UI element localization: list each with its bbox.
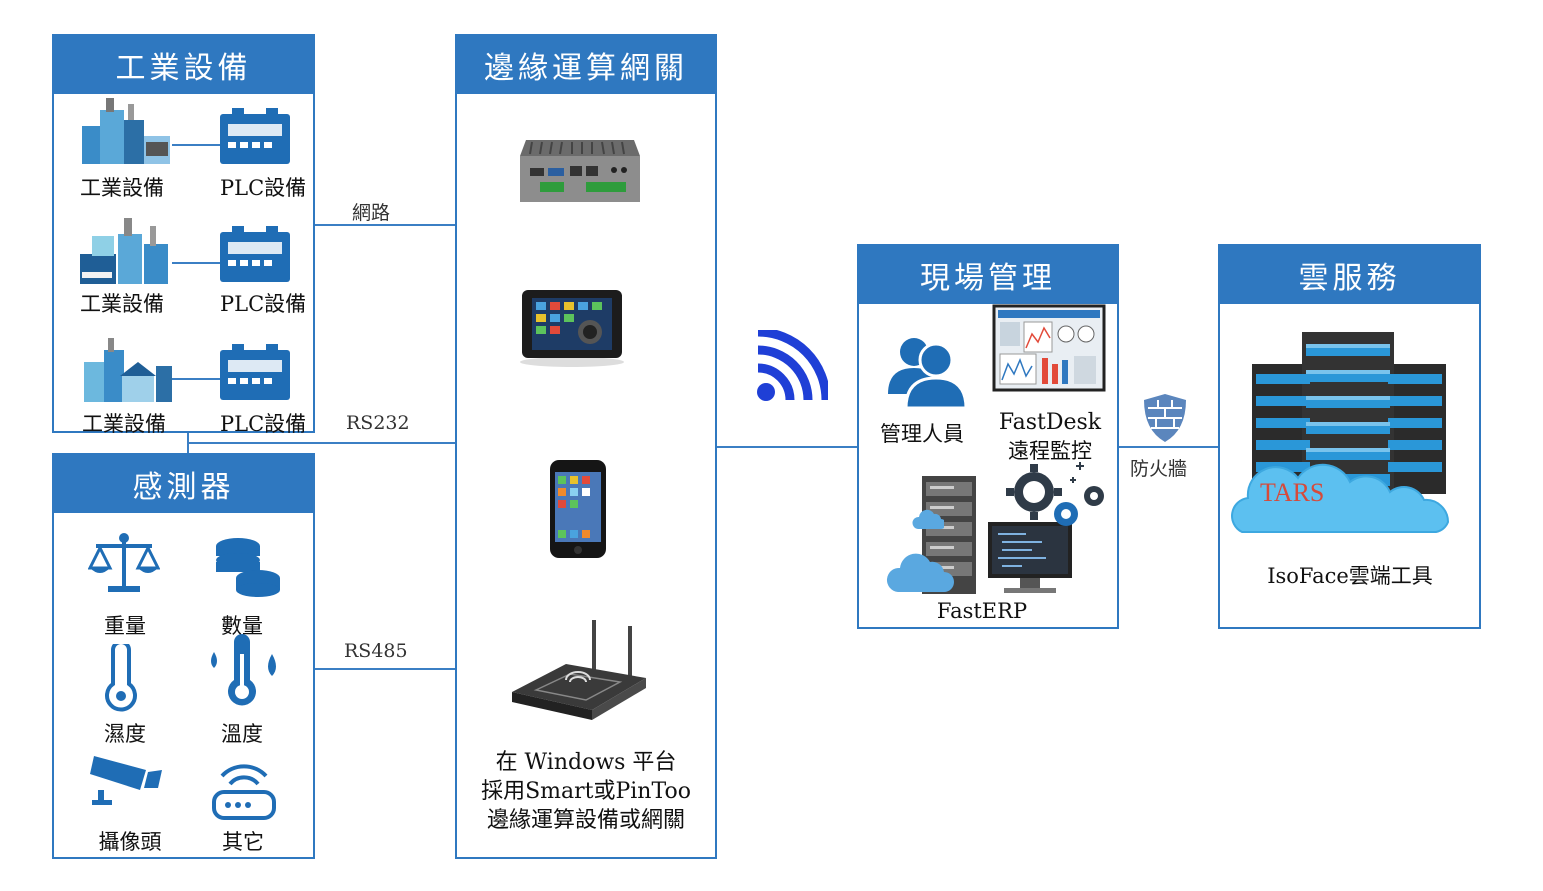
factory-plc-link xyxy=(172,144,220,146)
edge-caption-line: 邊緣運算設備或網關 xyxy=(486,808,685,833)
network-label: 網路 xyxy=(352,202,391,224)
cloud-icon xyxy=(886,548,956,594)
gear-icon xyxy=(1004,456,1110,530)
plc-label: PLC設備 xyxy=(220,292,307,316)
sensor-other-label: 其它 xyxy=(222,830,264,854)
plc-label: PLC設備 xyxy=(220,412,307,436)
fastdesk-label-line: FastDesk xyxy=(998,410,1102,435)
edge-caption: 在 Windows 平台 採用Smart或PinToo 邊緣運算設備或網關 xyxy=(470,748,702,835)
thermometer-icon xyxy=(206,634,286,712)
plc-icon xyxy=(218,342,292,402)
users-icon xyxy=(886,334,966,408)
router-icon xyxy=(208,754,280,822)
factory-icon xyxy=(80,336,176,404)
fastdesk-label: FastDesk 遠程監控 xyxy=(994,408,1106,466)
admin-label: 管理人員 xyxy=(880,422,964,446)
edge-caption-line: 採用Smart或PinToo xyxy=(481,779,691,804)
database-icon xyxy=(212,536,282,598)
factory-plc-link xyxy=(172,262,220,264)
line-site-cloud xyxy=(1118,446,1220,448)
phone-icon xyxy=(548,458,608,560)
scale-icon xyxy=(88,532,160,594)
factory-icon xyxy=(78,214,174,286)
equipment-label: 工業設備 xyxy=(82,412,166,436)
fasterp-label: FastERP xyxy=(936,599,1028,623)
plc-icon xyxy=(218,224,292,284)
equipment-label: 工業設備 xyxy=(80,292,164,316)
sensor-camera-label: 攝像頭 xyxy=(98,830,162,854)
sensor-count-label: 數量 xyxy=(221,614,263,638)
plc-label: PLC設備 xyxy=(220,176,307,200)
monitor-icon xyxy=(992,304,1106,396)
monitor-icon xyxy=(986,520,1076,596)
cloud-icon xyxy=(1224,452,1468,538)
rs232-label: RS232 xyxy=(346,412,410,434)
cloud-icon xyxy=(912,508,944,530)
mini-pc-icon xyxy=(516,136,644,208)
firewall-label: 防火牆 xyxy=(1130,458,1188,480)
thermometer-icon xyxy=(98,644,144,714)
fastdesk-label-line: 遠程監控 xyxy=(1008,439,1092,463)
site-panel-title: 現場管理 xyxy=(859,246,1117,304)
edge-caption-line: 在 Windows 平台 xyxy=(495,750,677,775)
wifi-icon xyxy=(752,330,828,406)
firewall-icon xyxy=(1142,392,1188,444)
edge-panel-title: 邊緣運算網關 xyxy=(457,36,715,94)
sensor-temperature-label: 溫度 xyxy=(221,722,263,746)
isoface-tool-label: IsoFace雲端工具 xyxy=(1267,564,1433,588)
line-rs485 xyxy=(314,668,456,670)
tablet-icon xyxy=(518,286,626,368)
tars-brand-label: TARS xyxy=(1260,478,1325,507)
camera-icon xyxy=(88,752,166,808)
sensors-panel: 感測器 xyxy=(52,453,315,859)
wireless-router-icon xyxy=(508,616,650,724)
line-edge-site xyxy=(716,446,858,448)
line-network xyxy=(314,224,456,226)
factory-plc-link xyxy=(172,378,220,380)
plc-icon xyxy=(218,106,292,166)
factory-icon xyxy=(78,96,174,166)
rs485-label: RS485 xyxy=(344,640,408,662)
sensors-panel-title: 感測器 xyxy=(54,455,313,513)
sensor-humidity-label: 濕度 xyxy=(104,722,146,746)
line-rs232 xyxy=(187,442,456,444)
sensor-weight-label: 重量 xyxy=(104,614,146,638)
cloud-panel-title: 雲服務 xyxy=(1220,246,1479,304)
equipment-label: 工業設備 xyxy=(80,176,164,200)
industrial-panel-title: 工業設備 xyxy=(54,36,313,94)
line-rs232-drop xyxy=(187,432,189,454)
